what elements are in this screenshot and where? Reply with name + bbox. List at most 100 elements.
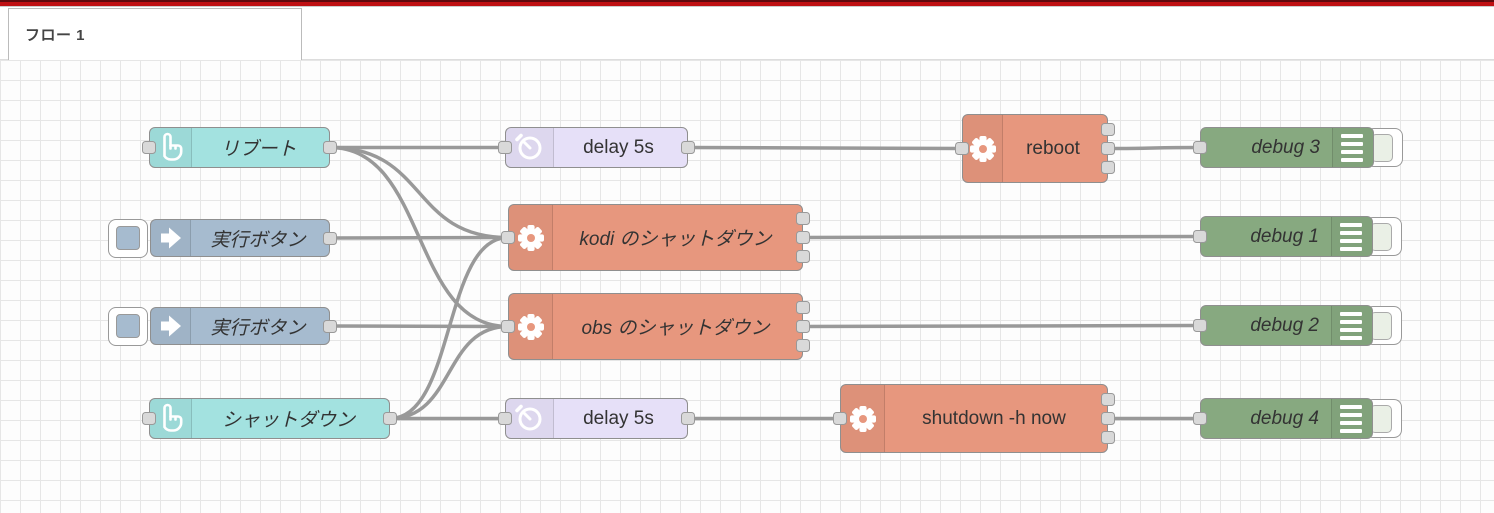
cog-icon [517, 224, 544, 251]
timer-icon-region [506, 128, 554, 167]
timer-icon [514, 404, 541, 430]
input-port[interactable] [498, 141, 512, 154]
input-port[interactable] [1193, 319, 1207, 332]
wire-inject-2-to-exec-obs[interactable] [329, 324, 509, 329]
output-port-1[interactable] [1101, 393, 1115, 406]
debug-list-icon [1340, 311, 1362, 340]
cog-icon-region [509, 294, 553, 359]
cog-icon [849, 405, 876, 432]
input-port[interactable] [955, 142, 969, 155]
node-label: debug 4 [1250, 407, 1319, 429]
wire-btn-shutdown-to-exec-kodi[interactable] [389, 235, 509, 421]
flow-canvas[interactable]: リブート delay 5s reboot debug 3 実行ボタン kodi のシャット… [0, 60, 1494, 513]
node-label: kodi のシャットダウン [579, 229, 772, 250]
input-port[interactable] [501, 320, 515, 333]
node-label: obs のシャットダウン [581, 318, 770, 339]
output-port-1[interactable] [1101, 123, 1115, 136]
output-port-2[interactable] [1101, 142, 1115, 155]
wire-exec-obs-to-debug-2[interactable] [802, 323, 1201, 329]
node-delay-top[interactable]: delay 5s [505, 127, 688, 168]
output-port-3[interactable] [1101, 431, 1115, 444]
node-exec-obs[interactable]: obs のシャットダウン [508, 293, 803, 360]
debug-list-icon [1341, 133, 1363, 162]
node-label: delay 5s [583, 136, 654, 158]
hand-pointer-icon [162, 132, 182, 161]
node-delay-bottom[interactable]: delay 5s [505, 398, 688, 439]
node-btn-shutdown[interactable]: シャットダウン [149, 398, 390, 439]
input-port[interactable] [1193, 230, 1207, 243]
debug-list-icon-region [1331, 306, 1372, 345]
header-red-bar [0, 0, 1494, 7]
hand-pointer-icon-region [150, 128, 192, 167]
wire-inject-1-to-exec-kodi[interactable] [329, 235, 509, 240]
cog-icon-region [963, 115, 1003, 182]
wire-btn-reboot-to-exec-kodi[interactable] [329, 145, 509, 240]
node-debug-4[interactable]: debug 4 [1200, 398, 1373, 439]
inject-arrow-icon [160, 227, 181, 249]
output-port-3[interactable] [796, 339, 810, 352]
inject-trigger-button[interactable] [108, 306, 148, 346]
node-exec-reboot[interactable]: reboot [962, 114, 1108, 183]
workspace-tab-bar: フロー 1 [0, 8, 1494, 60]
output-port-1[interactable] [681, 412, 695, 425]
node-exec-kodi[interactable]: kodi のシャットダウン [508, 204, 803, 271]
inject-trigger-button[interactable] [108, 218, 148, 258]
input-port[interactable] [498, 412, 512, 425]
output-port-1[interactable] [323, 319, 337, 333]
output-port-1[interactable] [323, 141, 337, 154]
wire-delay-top-to-exec-reboot[interactable] [687, 145, 963, 151]
output-port-1[interactable] [681, 141, 695, 154]
node-label: 実行ボタン [210, 317, 306, 339]
debug-list-icon [1340, 404, 1362, 433]
inject-arrow-icon-region [151, 308, 191, 344]
hand-pointer-icon-region [150, 399, 192, 438]
node-label: debug 3 [1251, 136, 1320, 158]
debug-toggle-button-face [1371, 133, 1393, 162]
output-port-2[interactable] [796, 320, 810, 333]
input-port[interactable] [142, 141, 156, 154]
output-port-1[interactable] [323, 231, 337, 245]
inject-trigger-button-face [116, 226, 140, 250]
input-port[interactable] [1193, 141, 1207, 154]
output-port-1[interactable] [796, 301, 810, 314]
node-label: シャットダウン [221, 410, 355, 431]
input-port[interactable] [142, 412, 156, 425]
tab-flow-1[interactable]: フロー 1 [8, 8, 302, 60]
node-debug-2[interactable]: debug 2 [1200, 305, 1373, 346]
node-exec-shutdown[interactable]: shutdown -h now [840, 384, 1108, 453]
node-btn-reboot[interactable]: リブート [149, 127, 330, 168]
tab-flow-1-label: フロー 1 [25, 27, 86, 44]
node-debug-1[interactable]: debug 1 [1200, 216, 1373, 257]
node-label: リブート [220, 139, 297, 160]
wire-btn-shutdown-to-exec-obs[interactable] [389, 324, 509, 421]
cog-icon-region [509, 205, 553, 270]
debug-toggle-button-face [1370, 222, 1392, 251]
node-label: debug 2 [1250, 314, 1319, 336]
output-port-1[interactable] [383, 412, 397, 425]
inject-trigger-button-face [116, 314, 140, 338]
output-port-2[interactable] [1101, 412, 1115, 425]
wire-layer [329, 145, 1201, 421]
cog-icon-region [841, 385, 885, 452]
node-label: reboot [1026, 137, 1080, 159]
node-debug-3[interactable]: debug 3 [1200, 127, 1374, 168]
wire-exec-reboot-to-debug-3[interactable] [1107, 145, 1201, 151]
output-port-1[interactable] [796, 212, 810, 225]
input-port[interactable] [833, 412, 847, 425]
debug-toggle-button-face [1370, 404, 1392, 433]
output-port-3[interactable] [1101, 161, 1115, 174]
output-port-3[interactable] [796, 250, 810, 263]
inject-arrow-icon-region [151, 220, 191, 256]
node-inject-1[interactable]: 実行ボタン [150, 219, 330, 257]
hand-pointer-icon [162, 403, 182, 432]
node-label: delay 5s [583, 407, 654, 429]
node-label: shutdown -h now [922, 407, 1066, 429]
timer-icon [514, 133, 541, 159]
input-port[interactable] [1193, 412, 1207, 425]
output-port-2[interactable] [796, 231, 810, 244]
node-inject-2[interactable]: 実行ボタン [150, 307, 330, 345]
wire-exec-kodi-to-debug-1[interactable] [802, 234, 1201, 240]
cog-icon [517, 313, 544, 340]
input-port[interactable] [501, 231, 515, 244]
debug-list-icon-region [1331, 217, 1372, 256]
